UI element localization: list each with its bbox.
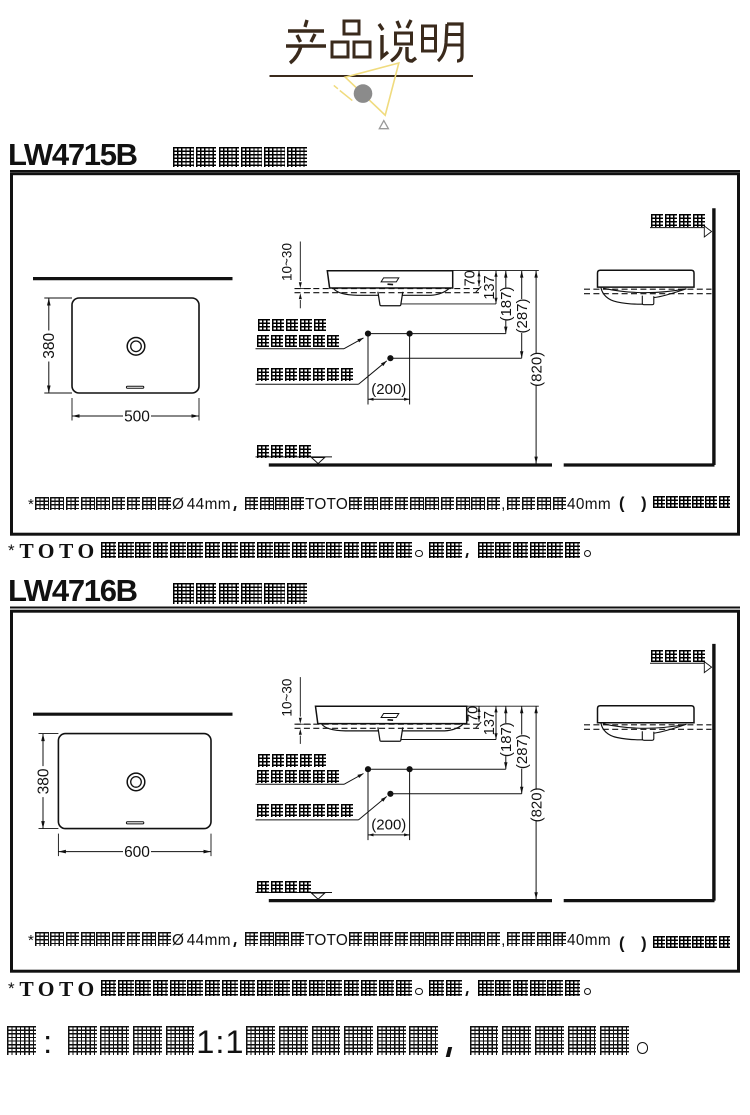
svg-text:380: 380 <box>41 332 58 358</box>
svg-text:600: 600 <box>124 844 150 861</box>
svg-text:137: 137 <box>482 275 498 299</box>
svg-text:(200): (200) <box>371 817 406 834</box>
svg-text:10~30: 10~30 <box>280 243 295 281</box>
svg-text:500: 500 <box>124 408 150 425</box>
svg-text:10~30: 10~30 <box>280 679 295 717</box>
svg-text:380: 380 <box>35 768 52 794</box>
svg-text:(187): (187) <box>498 722 515 757</box>
svg-text:70: 70 <box>466 706 482 722</box>
svg-text:70: 70 <box>462 270 478 286</box>
svg-text:(287): (287) <box>514 298 531 333</box>
svg-text:137: 137 <box>482 711 498 735</box>
svg-text:(187): (187) <box>498 286 515 321</box>
svg-text:(287): (287) <box>514 734 531 769</box>
svg-text:(820): (820) <box>529 787 546 822</box>
svg-text:(820): (820) <box>529 352 546 387</box>
svg-text:(200): (200) <box>371 381 406 398</box>
